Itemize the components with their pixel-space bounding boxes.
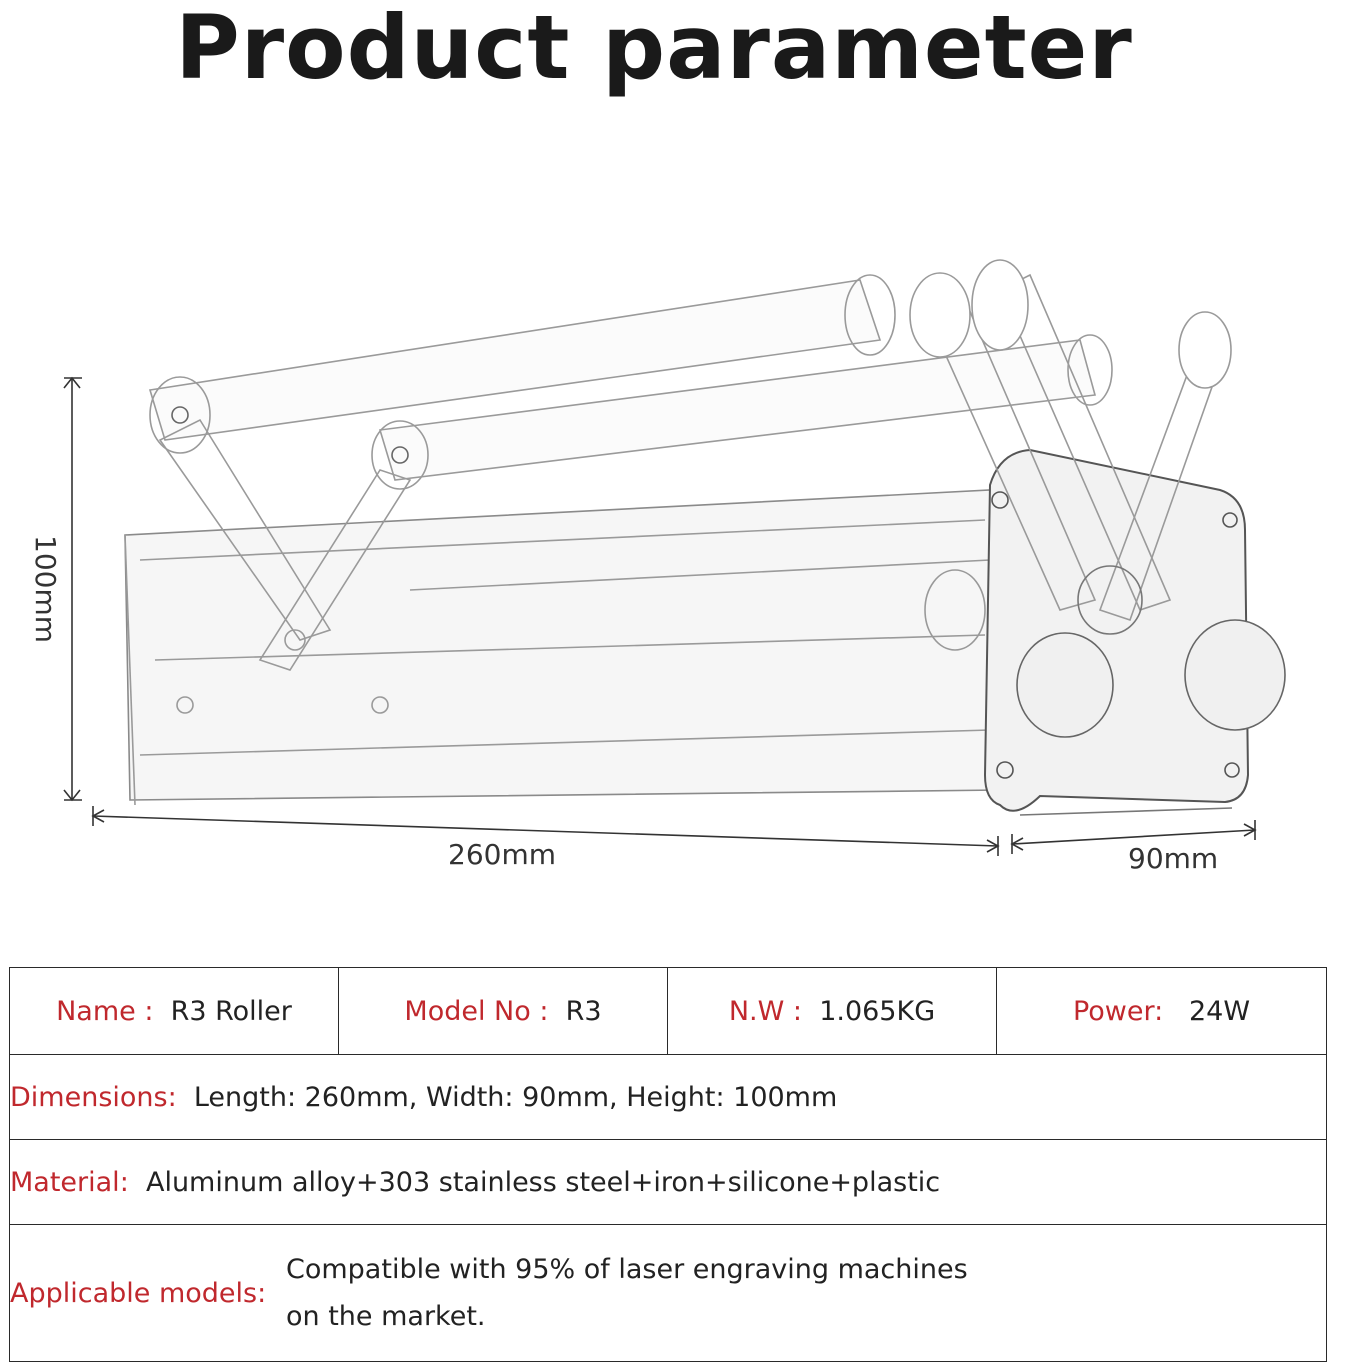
name-value: R3 Roller — [170, 995, 292, 1027]
spec-cell-dimensions: Dimensions: Length: 260mm, Width: 90mm, … — [9, 1054, 1327, 1140]
nw-label: N.W : — [728, 995, 803, 1027]
spec-cell-nw: N.W : 1.065KG — [667, 967, 997, 1055]
applicable-value-line1: Compatible with 95% of laser engraving m… — [286, 1254, 968, 1285]
name-label: Name : — [56, 995, 154, 1027]
spec-row-material: Material: Aluminum alloy+303 stainless s… — [9, 1139, 1327, 1225]
height-dimension-label: 100mm — [29, 535, 62, 643]
applicable-value-line2: on the market. — [286, 1301, 486, 1332]
power-label: Power: — [1072, 995, 1164, 1027]
power-value: 24W — [1188, 995, 1251, 1027]
spec-cell-name: Name : R3 Roller — [9, 967, 339, 1055]
material-label: Material: — [10, 1166, 129, 1198]
spec-row-applicable: Applicable models: Compatible with 95% o… — [9, 1224, 1327, 1362]
spec-row-dimensions: Dimensions: Length: 260mm, Width: 90mm, … — [9, 1054, 1327, 1140]
applicable-label: Applicable models: — [10, 1277, 267, 1309]
dimensions-label: Dimensions: — [10, 1081, 177, 1113]
spec-cell-applicable: Applicable models: Compatible with 95% o… — [9, 1224, 1327, 1362]
applicable-value: Compatible with 95% of laser engraving m… — [286, 1246, 968, 1340]
nw-value: 1.065KG — [819, 995, 936, 1027]
product-diagram: 100mm 260mm 90mm — [0, 230, 1372, 910]
spec-row-basic: Name : R3 Roller Model No : R3 N.W : 1.0… — [9, 967, 1327, 1055]
model-label: Model No : — [404, 995, 549, 1027]
spec-cell-power: Power: 24W — [996, 967, 1327, 1055]
model-value: R3 — [565, 995, 602, 1027]
spec-table: Name : R3 Roller Model No : R3 N.W : 1.0… — [9, 967, 1327, 1362]
length-dimension-label: 260mm — [448, 838, 556, 871]
width-dimension-label: 90mm — [1128, 842, 1219, 875]
dimensions-value: Length: 260mm, Width: 90mm, Height: 100m… — [193, 1081, 838, 1113]
spec-cell-model: Model No : R3 — [338, 967, 668, 1055]
roller-illustration — [63, 259, 1286, 856]
page-title: Product parameter — [175, 0, 1133, 99]
material-value: Aluminum alloy+303 stainless steel+iron+… — [145, 1166, 941, 1198]
spec-cell-material: Material: Aluminum alloy+303 stainless s… — [9, 1139, 1327, 1225]
